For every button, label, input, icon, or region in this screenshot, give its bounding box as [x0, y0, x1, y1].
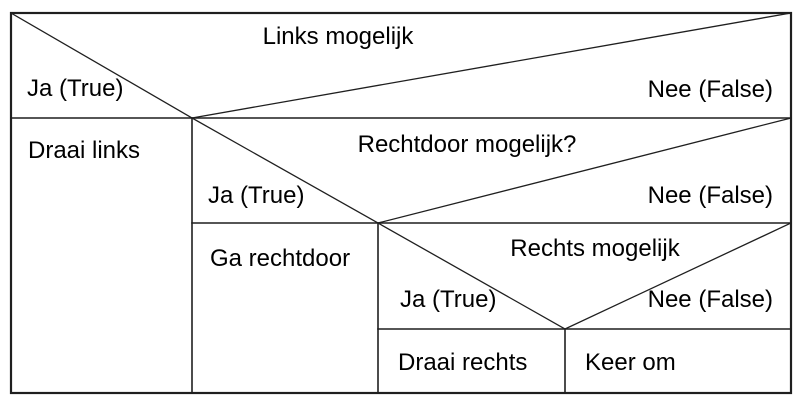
decision3-true-action-cell: Draai rechts	[398, 349, 528, 376]
decision1-true-action-cell: Draai links	[28, 137, 141, 164]
decision3-false-action-cell: Keer om	[585, 349, 676, 376]
decision1-condition-label: Links mogelijk	[262, 23, 414, 50]
decision3-false-diagonal	[564, 222, 792, 330]
decision2-true-label: Ja (True)	[208, 182, 305, 209]
decision2-true-action-cell: Ga rechtdoor	[210, 245, 351, 272]
decision3-condition-label: Rechts mogelijk	[510, 235, 680, 262]
decision2-true-diagonal	[191, 117, 379, 224]
decision2-condition-label: Rechtdoor mogelijk?	[357, 131, 577, 158]
decision1-false-diagonal	[191, 12, 792, 119]
decision3-true-diagonal	[377, 222, 566, 330]
decision1-false-label: Nee (False)	[647, 76, 773, 103]
decision1-true-diagonal	[10, 12, 193, 119]
decision2-false-diagonal	[377, 117, 792, 224]
decision1-true-label: Ja (True)	[27, 75, 124, 102]
decision3-false-label: Nee (False)	[647, 286, 773, 313]
decision2-false-label: Nee (False)	[647, 182, 773, 209]
decision3-true-label: Ja (True)	[400, 286, 497, 313]
outer-border	[9, 11, 793, 395]
